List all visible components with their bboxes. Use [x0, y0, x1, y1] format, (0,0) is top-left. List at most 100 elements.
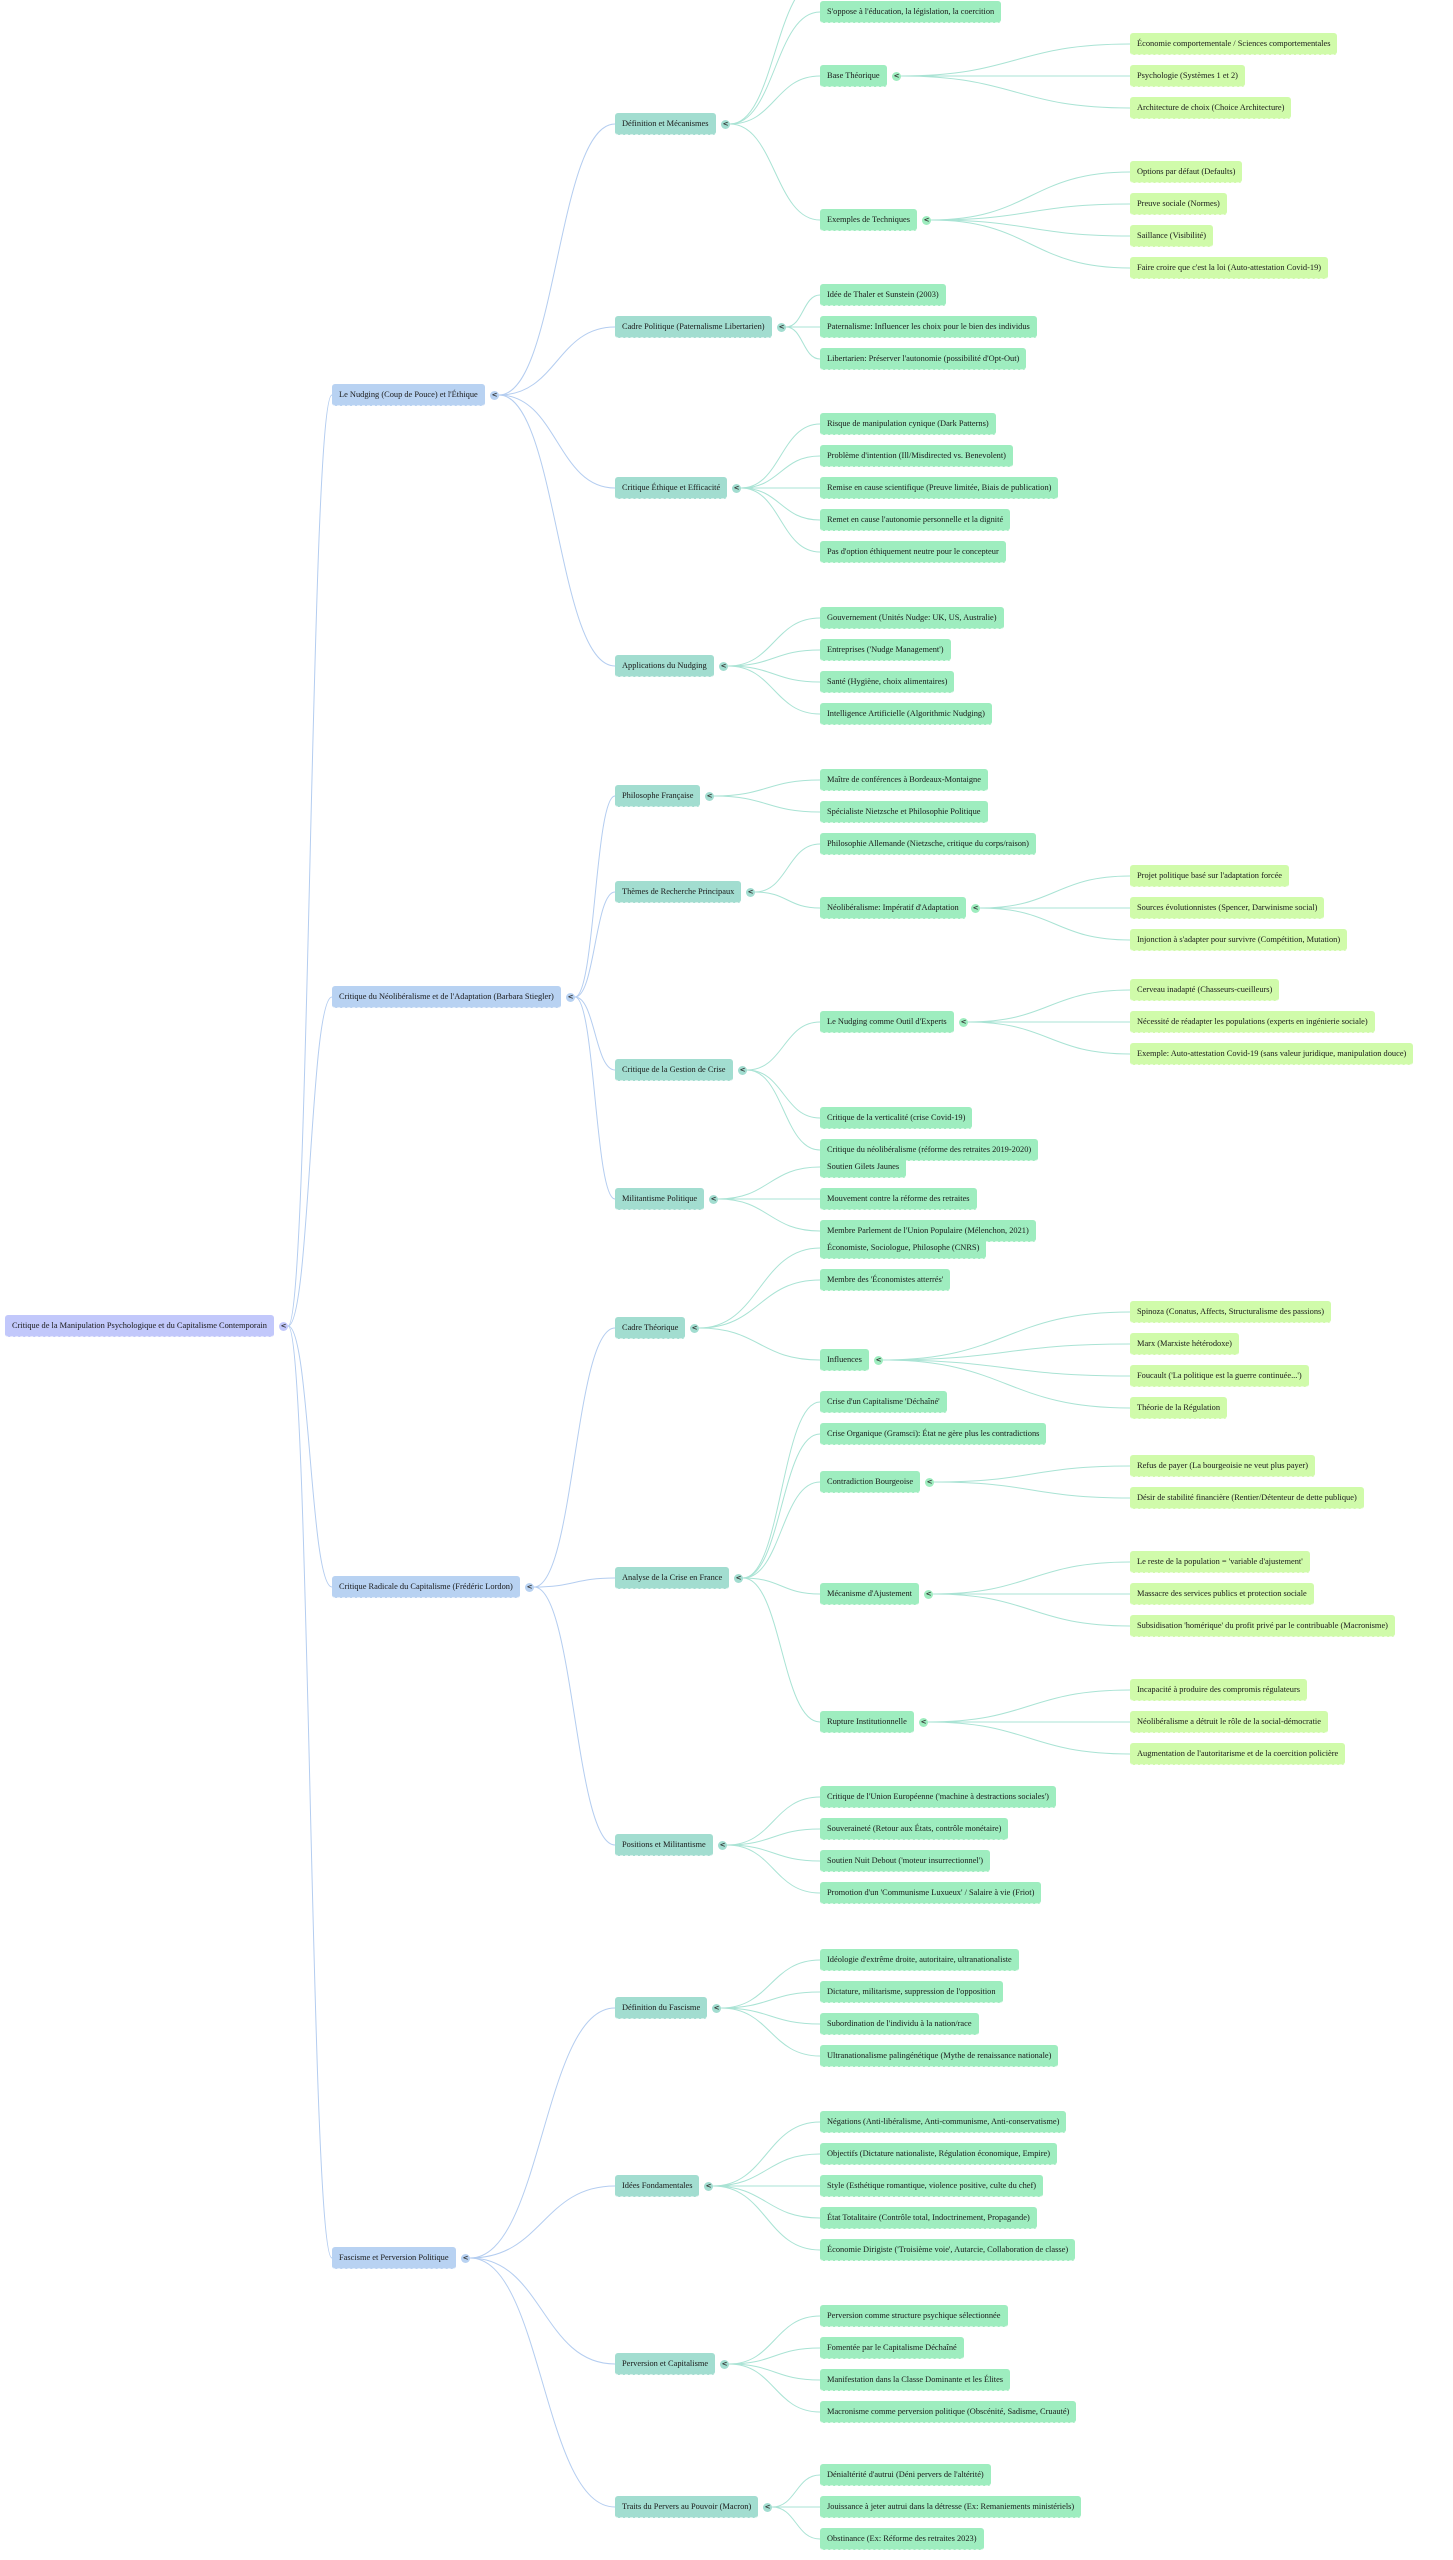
node-ideologie-d-extreme-droite-autoritaire-u[interactable]: Idéologie d'extrême droite, autoritaire,… [820, 1949, 1019, 1971]
node-jouissance-a-jeter-autrui-dans-la-detres[interactable]: Jouissance à jeter autrui dans la détres… [820, 2496, 1082, 2518]
collapse-toggle-icon[interactable]: < [719, 661, 728, 671]
node-analyse-de-la-crise-en-france[interactable]: Analyse de la Crise en France [615, 1567, 730, 1589]
collapse-toggle-icon[interactable]: < [279, 1321, 288, 1331]
node-rupture-institutionnelle[interactable]: Rupture Institutionnelle [820, 1711, 914, 1733]
node-subsidisation-homerique-du-profit-prive-[interactable]: Subsidisation 'homérique' du profit priv… [1130, 1615, 1395, 1637]
node-critique-de-la-verticalite-crise-covid-1[interactable]: Critique de la verticalité (crise Covid-… [820, 1107, 973, 1129]
node-critique-radicale-du-capitalisme-frederi[interactable]: Critique Radicale du Capitalisme (Frédér… [332, 1576, 520, 1598]
node-applications-du-nudging[interactable]: Applications du Nudging [615, 655, 714, 677]
node-options-par-defaut-defaults[interactable]: Options par défaut (Defaults) [1130, 161, 1243, 183]
node-idee-de-thaler-et-sunstein-2003[interactable]: Idée de Thaler et Sunstein (2003) [820, 284, 946, 306]
collapse-toggle-icon[interactable]: < [732, 483, 741, 493]
node-libertarien-preserver-l-autonomie-possib[interactable]: Libertarien: Préserver l'autonomie (poss… [820, 348, 1027, 370]
collapse-toggle-icon[interactable]: < [704, 2181, 713, 2191]
node-exemple-auto-attestation-covid-19-sans-v[interactable]: Exemple: Auto-attestation Covid-19 (sans… [1130, 1043, 1414, 1065]
node-risque-de-manipulation-cynique-dark-patt[interactable]: Risque de manipulation cynique (Dark Pat… [820, 413, 996, 435]
node-maitre-de-conferences-a-bordeaux-montaig[interactable]: Maître de conférences à Bordeaux-Montaig… [820, 769, 988, 791]
collapse-toggle-icon[interactable]: < [924, 1589, 933, 1599]
node-massacre-des-services-publics-et-protect[interactable]: Massacre des services publics et protect… [1130, 1583, 1314, 1605]
collapse-toggle-icon[interactable]: < [971, 903, 980, 913]
collapse-toggle-icon[interactable]: < [721, 119, 730, 129]
node-entreprises-nudge-management[interactable]: Entreprises ('Nudge Management') [820, 639, 951, 661]
node-foucault-la-politique-est-la-guerre-cont[interactable]: Foucault ('La politique est la guerre co… [1130, 1365, 1309, 1387]
node-marx-marxiste-heterodoxe[interactable]: Marx (Marxiste hétérodoxe) [1130, 1333, 1239, 1355]
node-neoliberalisme-a-detruit-le-role-de-la-s[interactable]: Néolibéralisme a détruit le rôle de la s… [1130, 1711, 1328, 1733]
node-base-theorique[interactable]: Base Théorique [820, 65, 887, 87]
node-philosophie-allemande-nietzsche-critique[interactable]: Philosophie Allemande (Nietzsche, critiq… [820, 833, 1036, 855]
node-remet-en-cause-l-autonomie-personnelle-e[interactable]: Remet en cause l'autonomie personnelle e… [820, 509, 1011, 531]
node-fascisme-et-perversion-politique[interactable]: Fascisme et Perversion Politique [332, 2247, 456, 2269]
node-souverainete-retour-aux-etats-controle-m[interactable]: Souveraineté (Retour aux États, contrôle… [820, 1818, 1009, 1840]
collapse-toggle-icon[interactable]: < [892, 71, 901, 81]
node-mecanisme-d-ajustement[interactable]: Mécanisme d'Ajustement [820, 1583, 920, 1605]
node-militantisme-politique[interactable]: Militantisme Politique [615, 1188, 705, 1210]
collapse-toggle-icon[interactable]: < [919, 1717, 928, 1727]
node-le-reste-de-la-population-variable-d-aju[interactable]: Le reste de la population = 'variable d'… [1130, 1551, 1310, 1573]
node-necessite-de-readapter-les-populations-e[interactable]: Nécessité de réadapter les populations (… [1130, 1011, 1375, 1033]
node-macronisme-comme-perversion-politique-ob[interactable]: Macronisme comme perversion politique (O… [820, 2401, 1077, 2423]
node-perversion-et-capitalisme[interactable]: Perversion et Capitalisme [615, 2353, 716, 2375]
node-architecture-de-choix-choice-architectur[interactable]: Architecture de choix (Choice Architectu… [1130, 97, 1292, 119]
node-etat-totalitaire-controle-total-indoctri[interactable]: État Totalitaire (Contrôle total, Indoct… [820, 2207, 1037, 2229]
node-mouvement-contre-la-reforme-des-retraite[interactable]: Mouvement contre la réforme des retraite… [820, 1188, 977, 1210]
node-subordination-de-l-individu-a-la-nation-[interactable]: Subordination de l'individu à la nation/… [820, 2013, 979, 2035]
node-intelligence-artificielle-algorithmic-nu[interactable]: Intelligence Artificielle (Algorithmic N… [820, 703, 992, 725]
node-objectifs-dictature-nationaliste-regulat[interactable]: Objectifs (Dictature nationaliste, Régul… [820, 2143, 1058, 2165]
node-gouvernement-unites-nudge-uk-us-australi[interactable]: Gouvernement (Unités Nudge: UK, US, Aust… [820, 607, 1004, 629]
collapse-toggle-icon[interactable]: < [461, 2253, 470, 2263]
node-economie-dirigiste-troisieme-voie-autarc[interactable]: Économie Dirigiste ('Troisième voie', Au… [820, 2239, 1076, 2261]
node-cerveau-inadapte-chasseurs-cueilleurs[interactable]: Cerveau inadapté (Chasseurs-cueilleurs) [1130, 979, 1280, 1001]
collapse-toggle-icon[interactable]: < [566, 992, 575, 1002]
collapse-toggle-icon[interactable]: < [738, 1065, 747, 1075]
node-critique-de-la-manipulation-psychologiqu[interactable]: Critique de la Manipulation Psychologiqu… [5, 1315, 274, 1337]
node-ultranationalisme-palingenetique-mythe-d[interactable]: Ultranationalisme palingénétique (Mythe … [820, 2045, 1059, 2067]
node-denialterite-d-autrui-deni-pervers-de-l-[interactable]: Dénialtérité d'autrui (Déni pervers de l… [820, 2464, 991, 2486]
node-saillance-visibilite[interactable]: Saillance (Visibilité) [1130, 225, 1214, 247]
collapse-toggle-icon[interactable]: < [874, 1355, 883, 1365]
node-psychologie-systemes-1-et-2[interactable]: Psychologie (Systèmes 1 et 2) [1130, 65, 1245, 87]
node-perversion-comme-structure-psychique-sel[interactable]: Perversion comme structure psychique sél… [820, 2305, 1008, 2327]
collapse-toggle-icon[interactable]: < [734, 1573, 743, 1583]
node-refus-de-payer-la-bourgeoisie-ne-veut-pl[interactable]: Refus de payer (La bourgeoisie ne veut p… [1130, 1455, 1316, 1477]
collapse-toggle-icon[interactable]: < [718, 1840, 727, 1850]
node-critique-de-l-union-europeenne-machine-a[interactable]: Critique de l'Union Européenne ('machine… [820, 1786, 1056, 1808]
node-dictature-militarisme-suppression-de-l-o[interactable]: Dictature, militarisme, suppression de l… [820, 1981, 1003, 2003]
collapse-toggle-icon[interactable]: < [525, 1582, 534, 1592]
node-philosophe-francaise[interactable]: Philosophe Française [615, 785, 701, 807]
node-s-oppose-a-l-education-la-legislation-la[interactable]: S'oppose à l'éducation, la législation, … [820, 1, 1002, 23]
node-promotion-d-un-communisme-luxueux-salair[interactable]: Promotion d'un 'Communisme Luxueux' / Sa… [820, 1882, 1042, 1904]
node-positions-et-militantisme[interactable]: Positions et Militantisme [615, 1834, 713, 1856]
node-definition-et-mecanismes[interactable]: Définition et Mécanismes [615, 113, 716, 135]
node-traits-du-pervers-au-pouvoir-macron[interactable]: Traits du Pervers au Pouvoir (Macron) [615, 2496, 759, 2518]
node-exemples-de-techniques[interactable]: Exemples de Techniques [820, 209, 917, 231]
collapse-toggle-icon[interactable]: < [777, 322, 786, 332]
node-critique-ethique-et-efficacite[interactable]: Critique Éthique et Efficacité [615, 477, 728, 499]
collapse-toggle-icon[interactable]: < [712, 2003, 721, 2013]
node-sources-evolutionnistes-spencer-darwinis[interactable]: Sources évolutionnistes (Spencer, Darwin… [1130, 897, 1325, 919]
node-themes-de-recherche-principaux[interactable]: Thèmes de Recherche Principaux [615, 881, 742, 903]
node-neoliberalisme-imperatif-d-adaptation[interactable]: Néolibéralisme: Impératif d'Adaptation [820, 897, 966, 919]
node-remise-en-cause-scientifique-preuve-limi[interactable]: Remise en cause scientifique (Preuve lim… [820, 477, 1059, 499]
collapse-toggle-icon[interactable]: < [922, 215, 931, 225]
node-critique-du-neoliberalisme-reforme-des-r[interactable]: Critique du néolibéralisme (réforme des … [820, 1139, 1039, 1161]
collapse-toggle-icon[interactable]: < [746, 887, 755, 897]
node-paternalisme-influencer-les-choix-pour-l[interactable]: Paternalisme: Influencer les choix pour … [820, 316, 1037, 338]
node-faire-croire-que-c-est-la-loi-auto-attes[interactable]: Faire croire que c'est la loi (Auto-atte… [1130, 257, 1329, 279]
collapse-toggle-icon[interactable]: < [690, 1323, 699, 1333]
node-crise-organique-gramsci-etat-ne-gere-plu[interactable]: Crise Organique (Gramsci): État ne gère … [820, 1423, 1047, 1445]
node-definition-du-fascisme[interactable]: Définition du Fascisme [615, 1997, 708, 2019]
node-incapacite-a-produire-des-compromis-regu[interactable]: Incapacité à produire des compromis régu… [1130, 1679, 1308, 1701]
node-fomentee-par-le-capitalisme-dechaine[interactable]: Fomentée par le Capitalisme Déchaîné [820, 2337, 964, 2359]
collapse-toggle-icon[interactable]: < [959, 1017, 968, 1027]
node-influences[interactable]: Influences [820, 1349, 869, 1371]
node-spinoza-conatus-affects-structuralisme-d[interactable]: Spinoza (Conatus, Affects, Structuralism… [1130, 1301, 1332, 1323]
node-preuve-sociale-normes[interactable]: Preuve sociale (Normes) [1130, 193, 1227, 215]
collapse-toggle-icon[interactable]: < [709, 1194, 718, 1204]
collapse-toggle-icon[interactable]: < [490, 390, 499, 400]
node-soutien-nuit-debout-moteur-insurrectionn[interactable]: Soutien Nuit Debout ('moteur insurrectio… [820, 1850, 991, 1872]
node-cadre-theorique[interactable]: Cadre Théorique [615, 1317, 686, 1339]
node-injonction-a-s-adapter-pour-survivre-com[interactable]: Injonction à s'adapter pour survivre (Co… [1130, 929, 1348, 951]
collapse-toggle-icon[interactable]: < [925, 1477, 934, 1487]
node-manifestation-dans-la-classe-dominante-e[interactable]: Manifestation dans la Classe Dominante e… [820, 2369, 1011, 2391]
node-soutien-gilets-jaunes[interactable]: Soutien Gilets Jaunes [820, 1156, 907, 1178]
